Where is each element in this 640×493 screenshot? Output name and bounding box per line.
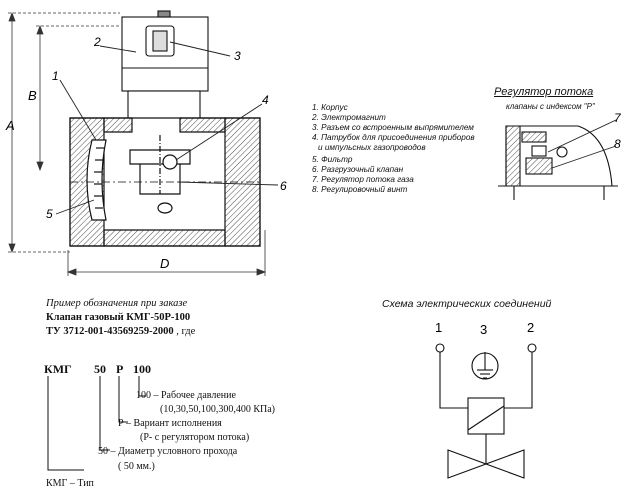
flow-regulator-title: Регулятор потока <box>494 86 594 98</box>
order-example-heading: Пример обозначения при заказе <box>46 298 188 309</box>
explanation-diameter: 50 – Диаметр условного прохода <box>98 446 238 457</box>
order-example-line1: Клапан газовый КМГ-50Р-100 <box>46 312 191 323</box>
order-example-tu: ТУ 3712-001-43569259-2000 <box>46 326 174 337</box>
code-part-pressure: 100 <box>133 362 151 376</box>
code-part-type: КМГ <box>44 362 72 376</box>
terminal-2: 2 <box>527 320 534 335</box>
dimension-b <box>36 24 120 172</box>
legend-item: 1. Корпус <box>312 103 348 112</box>
dimension-a <box>8 11 120 254</box>
electrical-schematic: 1 3 2 <box>435 320 537 479</box>
regulator-callout-8: 8 <box>614 137 621 151</box>
callout-leaders <box>55 41 279 215</box>
callout-3: 3 <box>234 49 241 63</box>
callout-2: 2 <box>93 35 101 49</box>
regulator-callout-7: 7 <box>614 112 622 125</box>
explanation-type: КМГ – Тип <box>46 478 94 489</box>
explanation-variant: Р – Вариант исполнения <box>118 418 222 429</box>
terminal-3: 3 <box>480 322 487 337</box>
legend-item: 2. Электромагнит <box>312 113 386 122</box>
order-example-where: , где <box>173 326 196 337</box>
electrical-title: Схема электрических соединений <box>382 298 552 310</box>
terminal-1: 1 <box>435 320 442 335</box>
legend-item: и импульсных газопроводов <box>318 143 426 152</box>
callout-4: 4 <box>262 93 269 107</box>
callout-1: 1 <box>52 69 59 83</box>
dimension-a-label: A <box>5 118 15 133</box>
callout-6: 6 <box>280 179 287 193</box>
code-part-variant: Р <box>116 362 124 376</box>
explanation-diameter-note: ( 50 мм.) <box>118 461 155 472</box>
dimension-d <box>66 230 267 276</box>
legend-item: 4. Патрубок для присоединения приборов <box>312 133 475 142</box>
dimension-b-label: B <box>28 88 37 103</box>
valve-body <box>69 117 262 247</box>
dimension-d-label: D <box>160 256 169 271</box>
order-code-brackets <box>47 376 146 471</box>
legend-item: 5. Фильтр <box>312 155 353 164</box>
code-part-diameter: 50 <box>94 362 106 376</box>
order-example-line2: ТУ 3712-001-43569259-2000 , где <box>46 326 195 337</box>
electromagnet <box>121 10 209 92</box>
legend-item: 7. Регулятор потока газа <box>312 175 414 184</box>
legend-item: 8. Регулировочный винт <box>312 185 408 194</box>
flow-regulator-drawing: 7 8 <box>498 112 622 200</box>
explanation-pressure: 100 – Рабочее давление <box>136 390 236 401</box>
flow-regulator-subtitle: клапаны с индексом "Р" <box>506 102 595 111</box>
callout-5: 5 <box>46 207 53 221</box>
explanation-variant-note: (Р- с регулятором потока) <box>140 432 250 443</box>
legend-item: 3. Разъем со встроенным выпрямителем <box>312 123 474 132</box>
valve-section-drawing: A B D <box>5 10 287 276</box>
legend-item: 6. Разгрузочный клапан <box>312 165 404 174</box>
explanation-pressure-values: (10,30,50,100,300,400 КПа) <box>160 404 275 415</box>
